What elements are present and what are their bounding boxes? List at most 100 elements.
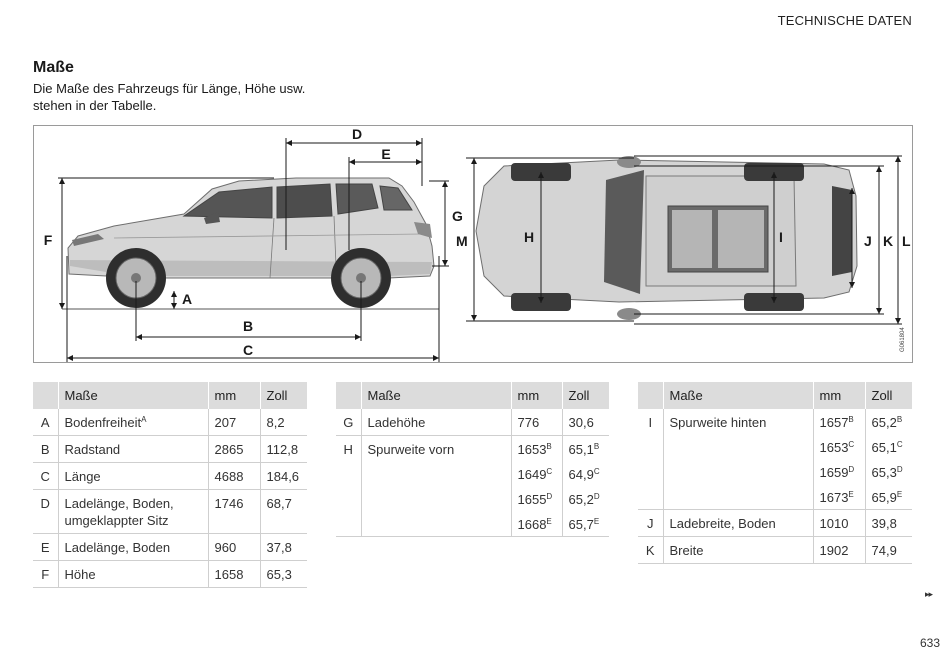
row-inch: 112,8 (260, 435, 307, 463)
label-I: I (779, 229, 783, 245)
row-key: J (638, 509, 664, 537)
row-inch: 74,9 (865, 536, 912, 564)
value-inch: 65,1B (568, 442, 600, 457)
row-key: B (33, 435, 59, 463)
row-key: F (33, 560, 59, 588)
car-top-view (475, 156, 858, 320)
side-dimension-lines (58, 138, 449, 362)
row-inch-values: 65,1B 64,9C 65,2D 65,7E (562, 435, 609, 537)
row-inch: 65,3 (260, 560, 307, 588)
value-mm: 1657B (819, 415, 854, 430)
page-title: Maße (33, 59, 74, 76)
col-name-header: Maße (361, 382, 512, 409)
col-inch-header: Zoll (260, 382, 307, 409)
table-row: G Ladehöhe 776 30,6 (336, 409, 609, 436)
next-page-icon: ▸▸ (925, 589, 933, 599)
col-name-header: Maße (58, 382, 209, 409)
intro-text: Die Maße des Fahrzeugs für Länge, Höhe u… (33, 81, 306, 113)
label-M: M (456, 233, 468, 249)
row-mm: 776 (511, 409, 563, 436)
table-row: I Spurweite hinten 1657B 1653C 1659D 167… (638, 409, 912, 510)
row-mm: 2865 (208, 435, 261, 463)
col-mm-header: mm (813, 382, 866, 409)
row-inch: 37,8 (260, 533, 307, 561)
col-mm-header: mm (511, 382, 563, 409)
col-letter-header (638, 382, 664, 409)
dimensions-table-2: Maße mm Zoll G Ladehöhe 776 30,6 H Spurw… (336, 382, 609, 537)
row-key: G (336, 409, 362, 436)
value-inch: 65,2B (871, 415, 903, 430)
vehicle-dimension-drawing: D E F G A B C M H I J K L G061804 (44, 126, 911, 362)
table-row: D Ladelänge, Boden, umgeklappter Sitz 17… (33, 489, 307, 534)
table-row: F Höhe 1658 65,3 (33, 560, 307, 588)
row-name: Länge (58, 462, 209, 490)
top-dimension-arrows (471, 156, 901, 324)
row-inch: 184,6 (260, 462, 307, 490)
value-mm: 1649C (517, 467, 553, 482)
col-inch-header: Zoll (562, 382, 609, 409)
value-inch: 64,9C (568, 467, 600, 482)
value-inch: 65,9E (871, 490, 903, 505)
value-mm: 1668E (517, 517, 552, 532)
row-key: C (33, 462, 59, 490)
side-dimension-arrows (59, 140, 448, 361)
vehicle-dimension-figure: D E F G A B C M H I J K L G061804 (33, 125, 913, 363)
col-inch-header: Zoll (865, 382, 912, 409)
row-mm-values: 1653B 1649C 1655D 1668E (511, 435, 563, 537)
row-mm: 1902 (813, 536, 866, 564)
table-header-row: Maße mm Zoll (33, 382, 307, 409)
row-key: D (33, 489, 59, 534)
row-name: BodenfreiheitA (58, 409, 209, 436)
row-key: H (336, 435, 362, 537)
value-inch: 65,7E (568, 517, 600, 532)
row-name: Spurweite vorn (361, 435, 512, 537)
row-inch-values: 65,2B 65,1C 65,3D 65,9E (865, 409, 912, 510)
value-inch: 65,1C (871, 440, 903, 455)
table-row: K Breite 1902 74,9 (638, 536, 912, 564)
row-inch: 68,7 (260, 489, 307, 534)
table-row: E Ladelänge, Boden 960 37,8 (33, 533, 307, 561)
dimensions-table-3: Maße mm Zoll I Spurweite hinten 1657B 16… (638, 382, 912, 564)
row-name: Ladelänge, Boden, umgeklappter Sitz (58, 489, 209, 534)
row-name: Radstand (58, 435, 209, 463)
table-row: H Spurweite vorn 1653B 1649C 1655D 1668E… (336, 435, 609, 537)
label-C: C (243, 342, 253, 358)
row-mm: 207 (208, 409, 261, 436)
table-header-row: Maße mm Zoll (638, 382, 912, 409)
label-H: H (524, 229, 534, 245)
label-L: L (902, 233, 911, 249)
table-row: A BodenfreiheitA 207 8,2 (33, 409, 307, 436)
col-mm-header: mm (208, 382, 261, 409)
label-F: F (44, 232, 53, 248)
col-letter-header (336, 382, 362, 409)
value-mm: 1653C (819, 440, 855, 455)
label-K: K (883, 233, 893, 249)
row-inch: 39,8 (865, 509, 912, 537)
label-B: B (243, 318, 253, 334)
row-key: K (638, 536, 664, 564)
row-name: Spurweite hinten (663, 409, 814, 510)
label-A: A (182, 291, 192, 307)
value-mm: 1655D (517, 492, 553, 507)
row-mm: 1010 (813, 509, 866, 537)
section-header: TECHNISCHE DATEN (777, 13, 912, 28)
row-mm: 960 (208, 533, 261, 561)
row-mm: 1746 (208, 489, 261, 534)
top-dimension-lines (466, 155, 902, 325)
label-E: E (381, 146, 390, 162)
label-D: D (352, 126, 362, 142)
row-mm: 1658 (208, 560, 261, 588)
dimensions-table-1: Maße mm Zoll A BodenfreiheitA 207 8,2 B … (33, 382, 307, 588)
table-row: C Länge 4688 184,6 (33, 462, 307, 490)
row-key: I (638, 409, 664, 510)
figure-ref-code: G061804 (900, 327, 906, 352)
table-header-row: Maße mm Zoll (336, 382, 609, 409)
value-mm: 1653B (517, 442, 552, 457)
col-name-header: Maße (663, 382, 814, 409)
row-key: E (33, 533, 59, 561)
row-inch: 30,6 (562, 409, 609, 436)
table-row: B Radstand 2865 112,8 (33, 435, 307, 463)
col-letter-header (33, 382, 59, 409)
table-row: J Ladebreite, Boden 1010 39,8 (638, 509, 912, 537)
page-number: 633 (920, 636, 941, 650)
